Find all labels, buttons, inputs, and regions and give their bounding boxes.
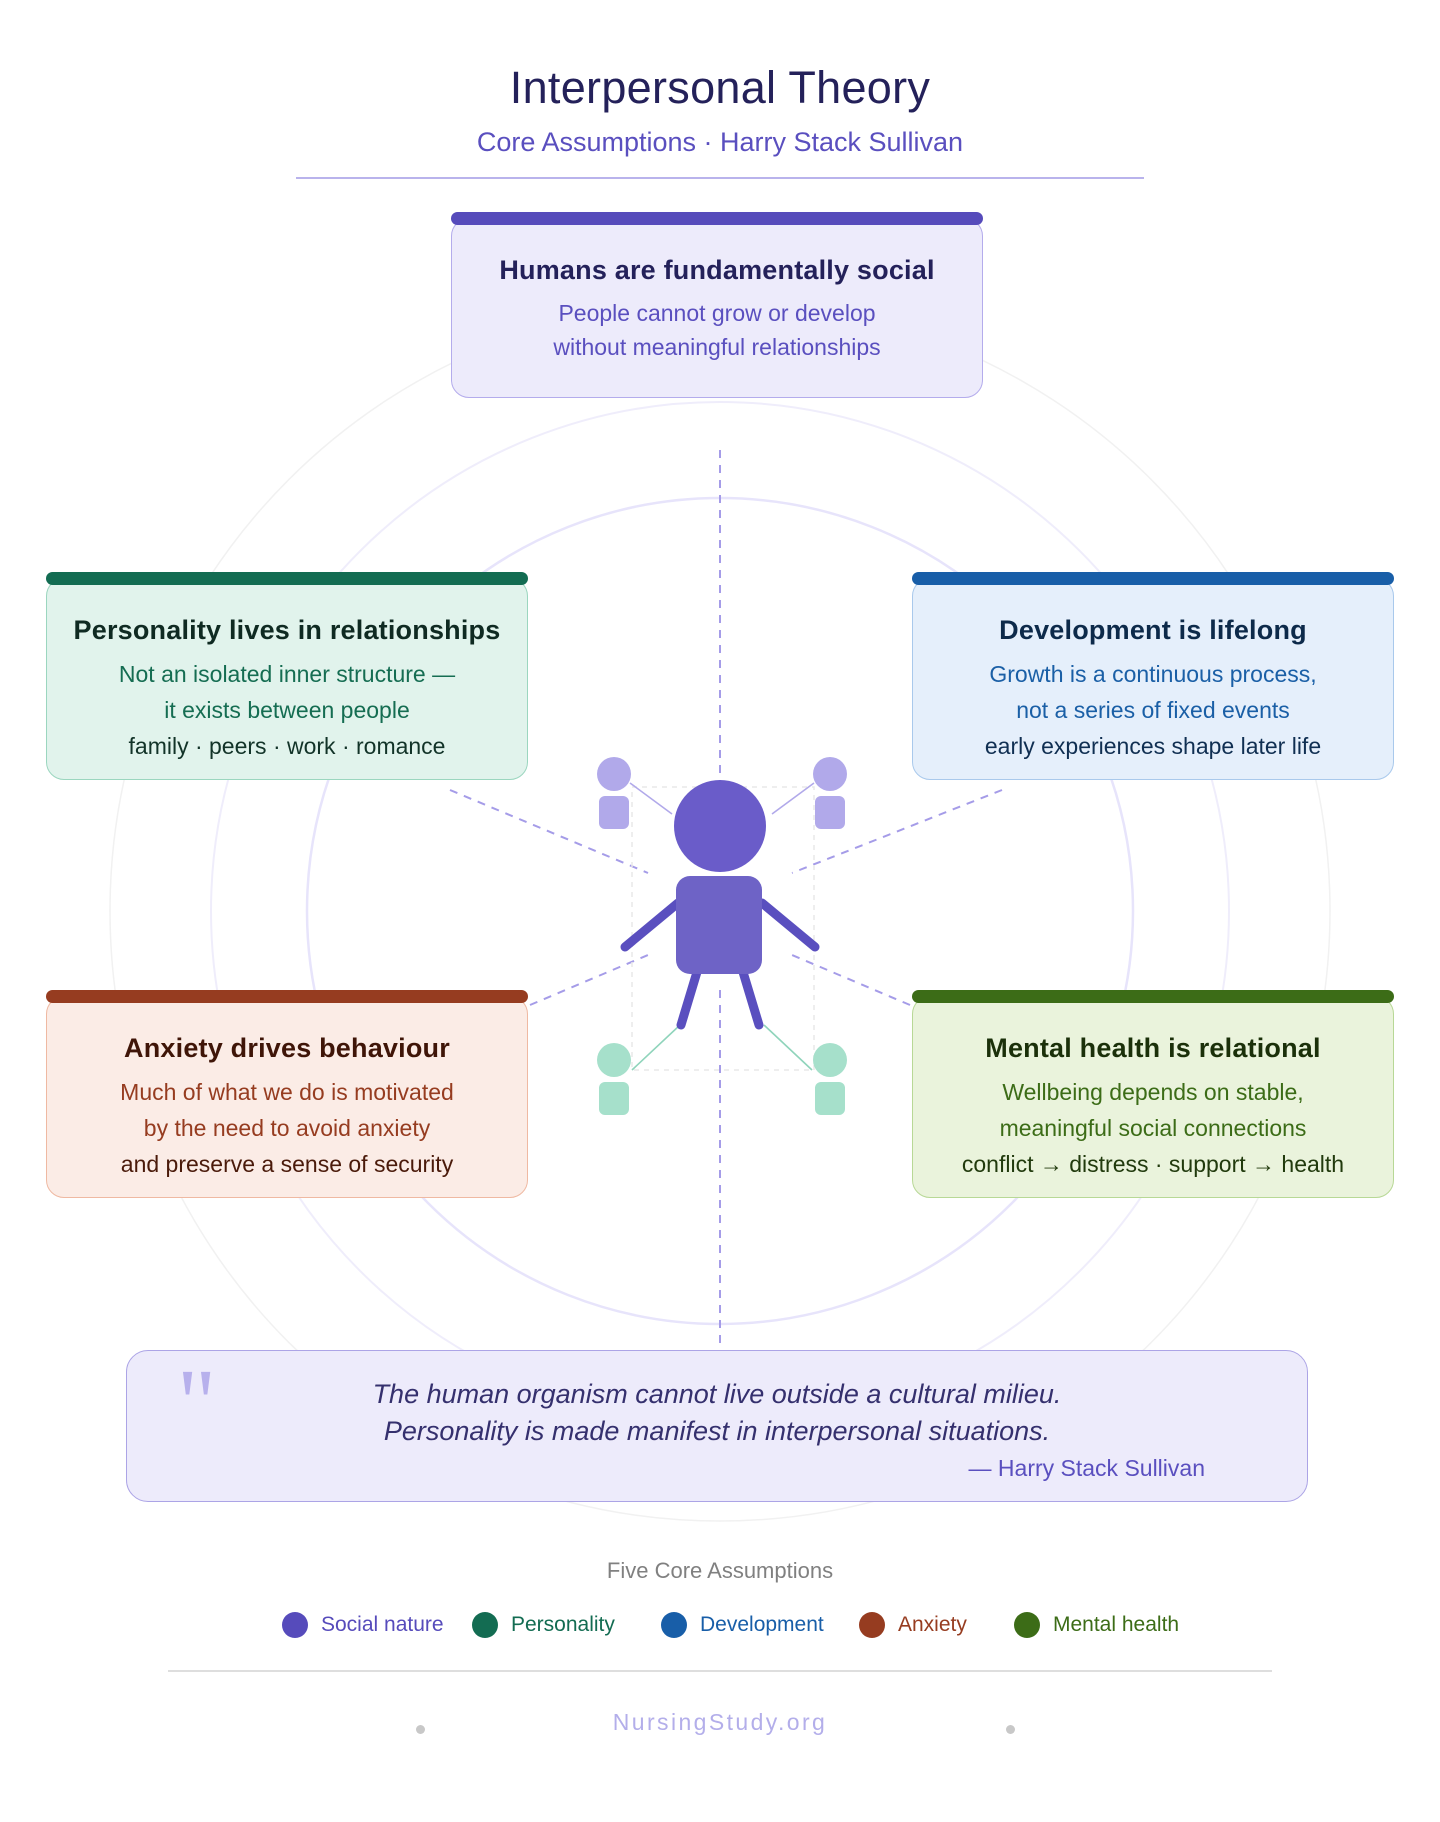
card-title: Anxiety drives behaviour — [124, 1033, 450, 1063]
quote-attribution: — Harry Stack Sullivan — [968, 1455, 1205, 1481]
legend-item-development: Development — [661, 1610, 824, 1640]
footer-dot-icon — [1006, 1725, 1015, 1734]
legend-dot-icon — [1014, 1612, 1040, 1638]
card-title: Humans are fundamentally social — [499, 255, 935, 285]
legend-label: Social nature — [321, 1613, 444, 1636]
card-line: conflict → distress · support → health — [961, 1151, 1345, 1177]
card-personality: Personality lives in relationships Not a… — [46, 572, 528, 780]
quote-box: " The human organism cannot live outside… — [126, 1350, 1308, 1502]
card-title: Personality lives in relationships — [73, 615, 501, 645]
small-figure-bottom-right — [813, 1043, 847, 1115]
card-line: without meaningful relationships — [553, 334, 881, 360]
legend-dot-icon — [472, 1612, 498, 1638]
quote-line: Personality is made manifest in interper… — [383, 1416, 1051, 1446]
legend-item-social-nature: Social nature — [282, 1610, 444, 1640]
card-accent-bar — [46, 990, 528, 1003]
footer-dot-icon — [416, 1725, 425, 1734]
card-accent-bar — [451, 212, 983, 225]
legend-label: Personality — [511, 1613, 615, 1636]
card-line: not a series of fixed events — [1016, 697, 1290, 723]
footer-site: NursingStudy.org — [612, 1709, 828, 1735]
footer-divider — [168, 1670, 1272, 1672]
legend-dot-icon — [859, 1612, 885, 1638]
legend-label: Anxiety — [898, 1613, 967, 1636]
legend-label: Development — [700, 1613, 824, 1636]
card-line: Much of what we do is motivated — [120, 1079, 454, 1105]
card-line: People cannot grow or develop — [558, 300, 876, 326]
page-subtitle: Core Assumptions · Harry Stack Sullivan — [476, 127, 964, 157]
card-line: it exists between people — [164, 697, 410, 723]
card-mental-health: Mental health is relational Wellbeing de… — [912, 990, 1394, 1198]
legend-item-anxiety: Anxiety — [859, 1610, 967, 1640]
card-line: Wellbeing depends on stable, — [1002, 1079, 1304, 1105]
card-social-nature: Humans are fundamentally social People c… — [451, 212, 983, 398]
connector-lines — [449, 450, 1003, 1350]
card-title: Development is lifelong — [999, 615, 1307, 645]
card-line: family · peers · work · romance — [128, 733, 446, 759]
card-line: early experiences shape later life — [984, 733, 1322, 759]
small-figure-top-right — [813, 757, 847, 829]
page-title: Interpersonal Theory — [509, 62, 931, 113]
legend-title: Five Core Assumptions — [606, 1558, 834, 1583]
figure-links — [629, 782, 815, 1071]
card-anxiety: Anxiety drives behaviour Much of what we… — [46, 990, 528, 1198]
card-development: Development is lifelong Growth is a cont… — [912, 572, 1394, 780]
small-figure-top-left — [597, 757, 631, 829]
card-title: Mental health is relational — [985, 1033, 1321, 1063]
central-person-icon — [620, 780, 820, 1030]
card-line: and preserve a sense of security — [120, 1151, 454, 1177]
quote-line: The human organism cannot live outside a… — [372, 1379, 1062, 1409]
card-line: by the need to avoid anxiety — [143, 1115, 431, 1141]
card-line: Growth is a continuous process, — [989, 661, 1317, 687]
quote-mark-icon: " — [177, 1349, 217, 1456]
legend-dot-icon — [282, 1612, 308, 1638]
legend-item-personality: Personality — [472, 1610, 615, 1640]
card-line: meaningful social connections — [999, 1115, 1307, 1141]
card-accent-bar — [46, 572, 528, 585]
small-figure-bottom-left — [597, 1043, 631, 1115]
card-line: Not an isolated inner structure — — [118, 661, 456, 687]
legend-label: Mental health — [1053, 1613, 1180, 1636]
legend-dot-icon — [661, 1612, 687, 1638]
legend-item-mental-health: Mental health — [1014, 1610, 1179, 1640]
title-divider — [296, 177, 1144, 179]
card-accent-bar — [912, 572, 1394, 585]
card-accent-bar — [912, 990, 1394, 1003]
